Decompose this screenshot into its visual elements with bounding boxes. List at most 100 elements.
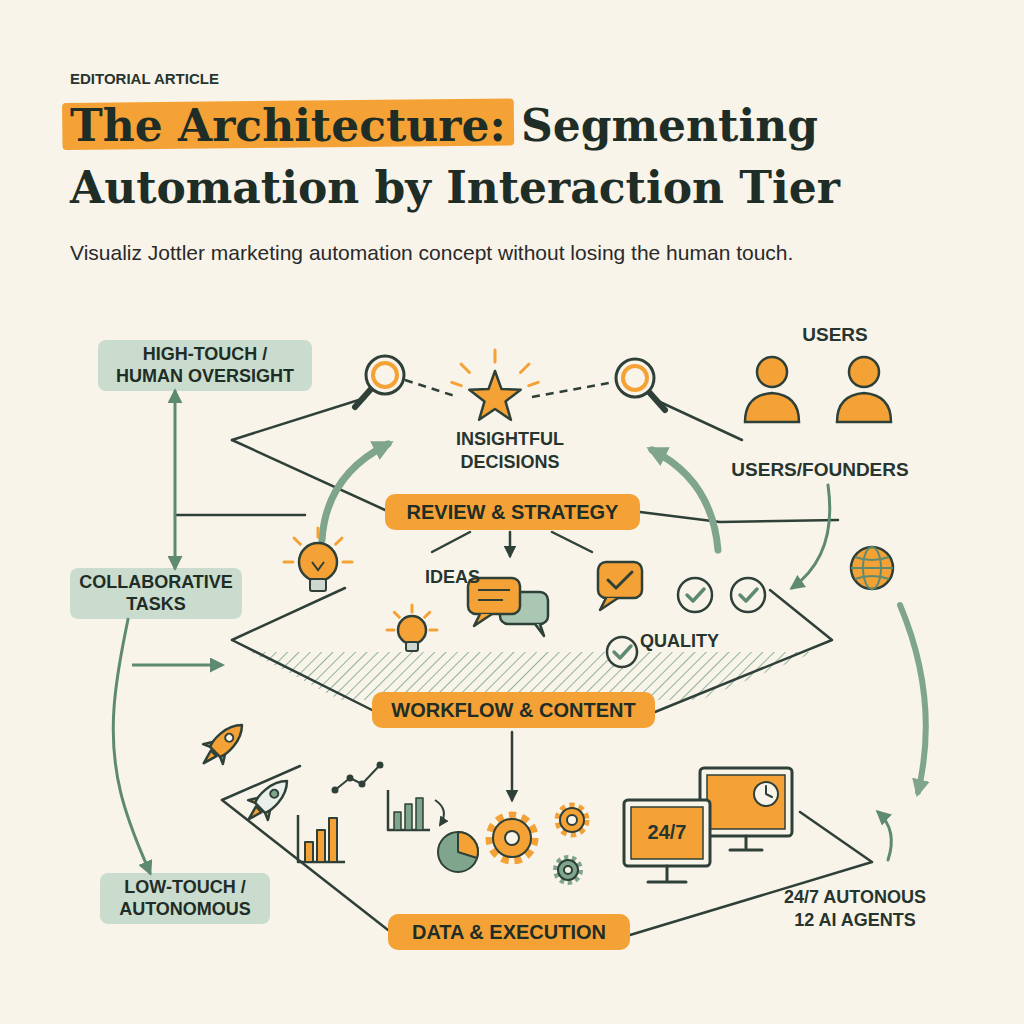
globe-icon bbox=[851, 547, 893, 589]
monitor-icon bbox=[624, 768, 792, 882]
curved-arrows bbox=[652, 450, 718, 550]
flow-arrows bbox=[509, 532, 512, 556]
dashed-links bbox=[532, 382, 614, 397]
flow-arrows bbox=[432, 532, 470, 552]
tier-plane-lines bbox=[232, 640, 372, 710]
rocket-icon bbox=[239, 771, 297, 829]
speech-bubble-icon bbox=[535, 624, 544, 636]
chart-icon bbox=[317, 830, 325, 862]
quality-check-icon bbox=[607, 637, 637, 667]
magnifier-icon bbox=[355, 389, 371, 407]
lightbulb-icon bbox=[387, 629, 394, 632]
lightbulb-icon bbox=[343, 561, 352, 564]
node-text: WORKFLOW & CONTENT bbox=[380, 698, 647, 722]
quality-check-icon bbox=[731, 578, 765, 612]
tier-connector bbox=[113, 619, 150, 873]
chart-icon bbox=[298, 763, 478, 873]
lightbulb-icon bbox=[430, 629, 437, 632]
user-icon bbox=[837, 393, 891, 422]
annotation-label: IDEAS bbox=[425, 566, 505, 589]
star-icon bbox=[461, 364, 470, 373]
chart-icon bbox=[405, 804, 412, 830]
star-icon bbox=[469, 371, 520, 420]
star-icon bbox=[521, 364, 530, 373]
magnifier-icon bbox=[373, 363, 397, 387]
gear-icon bbox=[490, 806, 586, 882]
star-icon bbox=[452, 350, 538, 386]
chart-icon bbox=[360, 782, 365, 787]
chart-icon bbox=[394, 812, 401, 830]
dashed-links bbox=[405, 380, 458, 397]
lightbulb-icon bbox=[294, 538, 300, 544]
quality-check-icon bbox=[614, 589, 757, 658]
lightbulb-icon bbox=[398, 616, 426, 644]
annotation-label: USERS/FOUNDERS bbox=[720, 458, 920, 482]
layer-band: WORKFLOW & CONTENT bbox=[372, 692, 655, 728]
gear-icon bbox=[567, 815, 577, 825]
chart-icon bbox=[416, 798, 423, 830]
thin-arrows bbox=[792, 485, 891, 860]
annotation-label: INSIGHTFUL DECISIONS bbox=[440, 428, 580, 473]
speech-bubble-icon bbox=[478, 590, 510, 600]
lightbulb-icon bbox=[317, 528, 320, 537]
tier-plane-lines bbox=[232, 440, 385, 510]
gear-icon bbox=[556, 858, 580, 882]
rocket-icon bbox=[269, 788, 280, 799]
chart-icon bbox=[335, 765, 380, 790]
rocket-icon bbox=[254, 774, 294, 814]
quality-check-icon bbox=[600, 598, 618, 610]
chart-icon bbox=[435, 800, 444, 825]
tier-plane-lines bbox=[175, 514, 305, 517]
monitor-icon bbox=[754, 782, 778, 806]
star-icon bbox=[452, 350, 538, 420]
lightbulb-icon bbox=[312, 562, 324, 570]
rocket-icon bbox=[201, 750, 217, 766]
user-icon bbox=[849, 357, 879, 387]
quality-check-icon bbox=[740, 589, 757, 601]
globe-icon bbox=[851, 557, 893, 579]
tier-connector bbox=[174, 391, 177, 568]
side-arrow bbox=[132, 664, 222, 667]
tier-pill: COLLABORATIVE TASKS bbox=[70, 568, 242, 619]
magnifier-icon bbox=[366, 356, 404, 394]
tier-plane-lines bbox=[232, 398, 365, 440]
flow-arrows bbox=[552, 532, 592, 552]
globe-icon bbox=[851, 547, 893, 589]
caption-text: Visualiz Jottler marketing automation co… bbox=[70, 240, 1010, 266]
user-icon bbox=[745, 357, 891, 422]
tier-plane-lines bbox=[232, 588, 345, 640]
kicker-label: EDITORIAL ARTICLE bbox=[70, 70, 370, 89]
annotation-label: USERS bbox=[770, 323, 900, 347]
lightbulb-icon bbox=[425, 612, 430, 617]
lightbulb-icon bbox=[284, 528, 437, 630]
quality-check-icon bbox=[598, 562, 642, 598]
tier-pill: LOW-TOUCH / AUTONOMOUS bbox=[100, 873, 270, 924]
screen-label: 24/7 bbox=[631, 820, 703, 845]
star-icon bbox=[529, 382, 538, 385]
star-icon bbox=[452, 382, 461, 385]
layer-band: DATA & EXECUTION bbox=[388, 914, 630, 950]
layer-band: REVIEW & STRATEGY bbox=[385, 494, 640, 530]
magnifier-icon bbox=[623, 366, 647, 390]
rocket-icon bbox=[194, 715, 252, 773]
gear-icon bbox=[558, 860, 578, 880]
lightbulb-icon bbox=[336, 538, 342, 544]
gear-icon bbox=[493, 819, 531, 857]
quality-check-icon bbox=[614, 646, 631, 658]
rocket-icon bbox=[224, 732, 235, 743]
gear-icon bbox=[490, 816, 534, 860]
magnifier-icon bbox=[649, 392, 665, 410]
node-text: COLLABORATIVE TASKS bbox=[76, 572, 236, 615]
monitor-icon bbox=[700, 768, 792, 836]
thin-arrows bbox=[878, 812, 891, 860]
gear-icon bbox=[560, 808, 584, 832]
curved-arrows bbox=[900, 605, 926, 792]
node-text: HIGH-TOUCH / HUMAN OVERSIGHT bbox=[111, 344, 299, 387]
user-icon bbox=[745, 393, 799, 422]
user-icon bbox=[757, 357, 787, 387]
magnifier-icon bbox=[616, 359, 654, 397]
annotation-label: QUALITY bbox=[640, 630, 740, 653]
lightbulb-icon bbox=[284, 528, 437, 651]
